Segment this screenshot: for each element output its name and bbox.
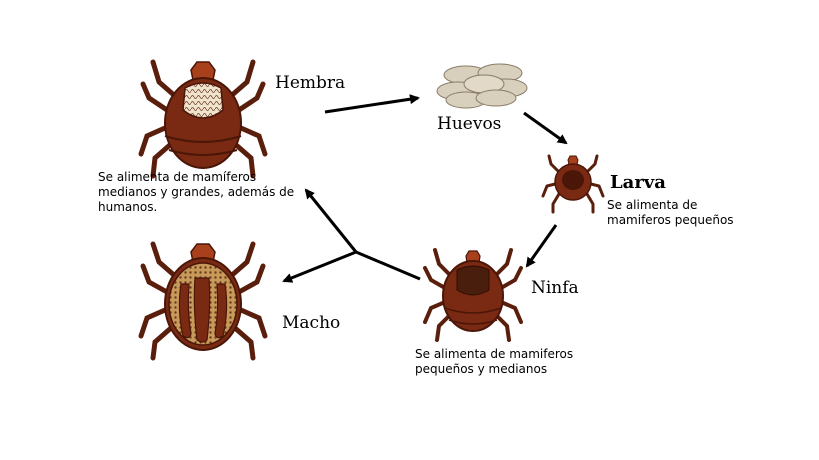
- note-ninfa: Se alimenta de mamiferos pequeños y medi…: [415, 347, 573, 377]
- note-larva-line: mamiferos pequeños: [607, 213, 734, 227]
- arrow-hembra-to-huevos: [324, 94, 420, 114]
- arrows: [282, 94, 568, 283]
- note-hembra-line: Se alimenta de mamíferos: [98, 170, 257, 184]
- note-ninfa-line: Se alimenta de mamiferos: [415, 347, 574, 361]
- arrow-to-hembra: [304, 188, 358, 253]
- female-tick-icon: [138, 59, 268, 179]
- larva-tick-icon: [541, 154, 605, 214]
- egg-cluster-icon: [436, 63, 528, 109]
- note-larva: Se alimenta de mamiferos pequeños: [607, 198, 734, 228]
- stage-label-macho: Macho: [282, 313, 341, 333]
- stage-label-huevos: Huevos: [437, 114, 502, 134]
- male-tick-icon: [138, 241, 268, 361]
- note-hembra: Se alimenta de mamíferos medianos y gran…: [98, 170, 294, 215]
- note-hembra-line: humanos.: [98, 200, 158, 214]
- stage-label-hembra: Hembra: [275, 73, 346, 93]
- note-larva-line: Se alimenta de: [607, 198, 698, 212]
- stage-label-larva: Larva: [610, 172, 666, 193]
- note-ninfa-line: pequeños y medianos: [415, 362, 548, 376]
- arrow-ninfa-branch: [355, 250, 421, 281]
- arrow-to-macho: [282, 250, 357, 283]
- arrow-huevos-to-larva: [523, 111, 568, 145]
- nymph-tick-icon: [423, 248, 523, 342]
- arrow-larva-to-ninfa: [525, 224, 558, 268]
- stage-label-ninfa: Ninfa: [531, 278, 579, 298]
- note-hembra-line: medianos y grandes, además de: [98, 185, 295, 199]
